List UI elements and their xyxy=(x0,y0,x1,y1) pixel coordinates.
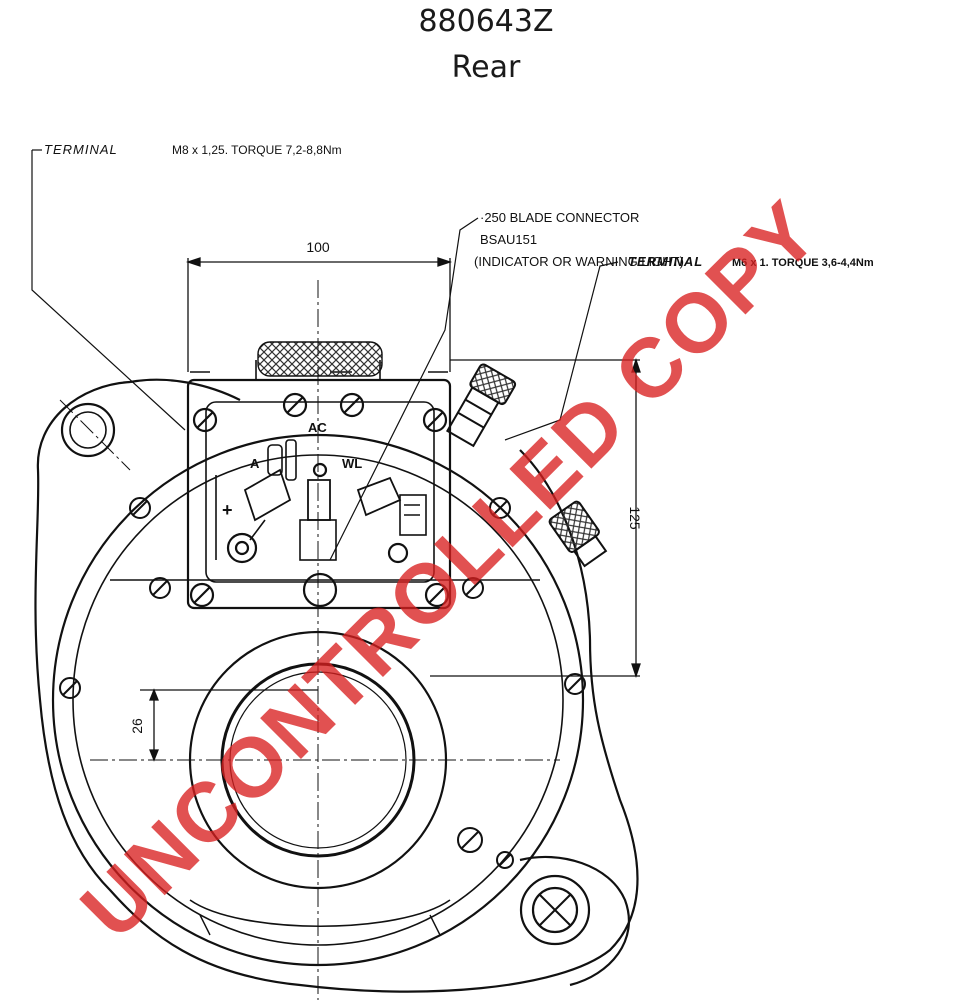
screw xyxy=(564,673,586,695)
terminal-main-spec: M8 x 1,25. TORQUE 7,2-8,8Nm xyxy=(172,143,342,157)
blade-connector-standard: BSAU151 xyxy=(480,232,537,247)
dimension-offset-label: 26 xyxy=(129,718,145,734)
screw xyxy=(457,827,483,853)
box-screw xyxy=(189,582,215,608)
screw xyxy=(129,497,151,519)
leader-blade xyxy=(329,217,479,561)
outer-casing xyxy=(34,380,639,993)
terminal-aux-spec: M6 x 1. TORQUE 3,6-4,4Nm xyxy=(732,257,874,269)
screw xyxy=(462,577,484,599)
screw xyxy=(149,577,171,599)
connector-plug xyxy=(257,341,383,377)
box-screw xyxy=(192,407,218,433)
aux-terminal-stud xyxy=(548,500,608,568)
dimension-width-label: 100 xyxy=(306,239,330,255)
box-screw xyxy=(422,407,448,433)
box-screw xyxy=(282,392,308,418)
terminal-label-plus: + xyxy=(222,500,233,520)
dimension-offset xyxy=(140,688,318,762)
screw xyxy=(496,851,514,869)
screw xyxy=(489,497,511,519)
terminal-box xyxy=(186,360,452,610)
terminal-label-a: A xyxy=(250,456,260,471)
terminal-aux-label: TERMINAL xyxy=(628,254,703,269)
dimension-height-label: 125 xyxy=(627,506,643,530)
terminal-main-label: TERMINAL xyxy=(44,142,118,157)
dimension-height xyxy=(430,357,641,679)
blade-connector-label: ·250 BLADE CONNECTOR xyxy=(480,210,639,225)
blade-connector-purpose: (INDICATOR OR WARNING LIGHT) xyxy=(474,254,684,269)
main-terminal-stud xyxy=(446,363,517,448)
view-label: Rear xyxy=(451,50,521,85)
terminal-label-wl: WL xyxy=(342,456,362,471)
screw xyxy=(59,677,81,699)
part-number: 880643Z xyxy=(418,4,554,39)
terminal-label-ac: AC xyxy=(308,420,327,435)
box-screw xyxy=(339,392,365,418)
mount-hole-left xyxy=(60,402,116,458)
leader-aux-terminal xyxy=(504,261,619,441)
lower-right-lug xyxy=(519,855,631,987)
dimension-width xyxy=(185,257,453,372)
upper-lug xyxy=(129,378,241,401)
box-screw xyxy=(424,582,450,608)
leader-main-terminal xyxy=(31,150,186,431)
mount-hole-right xyxy=(519,874,591,946)
